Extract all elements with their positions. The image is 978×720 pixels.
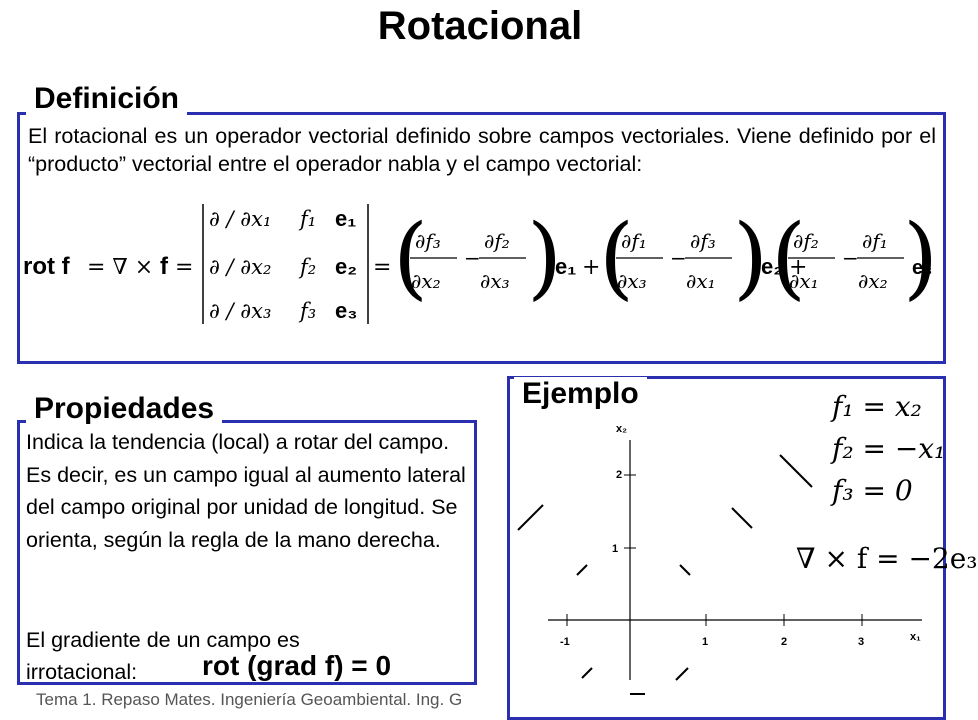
vector-arrow xyxy=(679,564,691,576)
svg-text:∂f₁: ∂f₁ xyxy=(862,229,888,253)
vector-arrow xyxy=(517,504,544,531)
curl-definition-formula: rot f = ∇ × f = ∂ / ∂x₁ ∂ / ∂x₂ ∂ / ∂x₃ … xyxy=(23,204,938,324)
definicion-box xyxy=(17,112,946,364)
example-eq-3: f₃ = 0 xyxy=(832,474,913,507)
svg-text:e₃: e₃ xyxy=(335,298,357,323)
svg-text:∂x₁: ∂x₁ xyxy=(789,269,819,293)
svg-text:∂f₂: ∂f₂ xyxy=(793,229,819,253)
svg-text:∂x₂: ∂x₂ xyxy=(411,269,441,293)
svg-text:−: − xyxy=(842,246,859,270)
tick-y-2: 2 xyxy=(616,469,622,481)
svg-text:): ) xyxy=(527,205,562,310)
vector-arrow xyxy=(675,667,689,681)
svg-text:f₃: f₃ xyxy=(298,299,316,323)
svg-text:∂x₂: ∂x₂ xyxy=(858,269,888,293)
svg-text:∂f₁: ∂f₁ xyxy=(621,229,647,253)
svg-text:e₁: e₁ xyxy=(555,254,576,279)
svg-text:e₃: e₃ xyxy=(912,257,932,279)
svg-text:=: = xyxy=(373,255,391,280)
propiedades-label: Propiedades xyxy=(26,392,223,426)
axis-x1-label: x₁ xyxy=(910,631,921,643)
vector-arrow xyxy=(576,564,588,576)
svg-text:f: f xyxy=(160,253,169,280)
vector-field-plot: -1 1 2 3 1 2 x₂ x₁ xyxy=(517,423,922,695)
definicion-text: El rotacional es un operador vectorial d… xyxy=(28,124,936,176)
svg-text:f₂: f₂ xyxy=(298,255,316,279)
svg-text:): ) xyxy=(903,205,938,310)
svg-text:f₁: f₁ xyxy=(298,207,316,231)
svg-text:): ) xyxy=(733,205,768,310)
svg-text:= ∇ ×: = ∇ × xyxy=(87,255,153,280)
definicion-label: Definición xyxy=(26,82,188,116)
svg-text:∂f₂: ∂f₂ xyxy=(484,229,510,253)
svg-text:∂ / ∂x₂: ∂ / ∂x₂ xyxy=(209,255,271,279)
svg-text:∂x₁: ∂x₁ xyxy=(686,269,716,293)
tick-x-3: 3 xyxy=(858,636,864,648)
axis-x2-label: x₂ xyxy=(616,423,627,435)
tick-x-1: 1 xyxy=(702,636,708,648)
svg-text:e₁: e₁ xyxy=(335,206,356,231)
example-eq-1: f₁ = x₂ xyxy=(832,390,922,423)
propiedades-box xyxy=(17,420,477,685)
example-curl: ∇ × f = −2e₃ xyxy=(796,542,978,575)
tick-y-1: 1 xyxy=(612,543,618,555)
vector-arrow xyxy=(581,667,593,679)
footer-text: Tema 1. Repaso Mates. Ingeniería Geoambi… xyxy=(36,690,463,709)
tick-x-neg1: -1 xyxy=(560,636,570,648)
svg-text:∂x₃: ∂x₃ xyxy=(617,269,647,293)
svg-text:∂x₃: ∂x₃ xyxy=(480,269,510,293)
svg-text:∂ / ∂x₁: ∂ / ∂x₁ xyxy=(209,207,271,231)
svg-text:=: = xyxy=(175,255,193,280)
vector-arrow xyxy=(779,454,813,488)
grad-curl-formula: rot (grad f) = 0 xyxy=(202,652,391,680)
example-eq-2: f₂ = −x₁ xyxy=(832,432,946,465)
svg-text:−: − xyxy=(464,246,481,270)
vector-arrow xyxy=(731,507,753,529)
grad-curl-formula-text: rot (grad f) = 0 xyxy=(202,650,392,681)
svg-text:−: − xyxy=(670,246,687,270)
propiedades-text-2: El gradiente de un campo es irrotacional… xyxy=(26,628,300,684)
svg-text:rot f: rot f xyxy=(23,253,71,280)
svg-text:e₂: e₂ xyxy=(335,254,357,279)
svg-text:e₂: e₂ xyxy=(761,254,783,279)
svg-text:+: + xyxy=(582,255,600,280)
page-title: Rotacional xyxy=(377,4,583,48)
svg-text:+: + xyxy=(789,255,807,280)
ejemplo-box xyxy=(507,376,946,720)
tick-x-2: 2 xyxy=(781,636,787,648)
svg-text:∂ / ∂x₃: ∂ / ∂x₃ xyxy=(209,299,271,323)
svg-text:∂f₃: ∂f₃ xyxy=(690,229,716,253)
propiedades-text-1: Indica la tendencia (local) a rotar del … xyxy=(26,430,466,552)
ejemplo-label: Ejemplo xyxy=(514,377,647,411)
svg-text:∂f₃: ∂f₃ xyxy=(415,229,441,253)
